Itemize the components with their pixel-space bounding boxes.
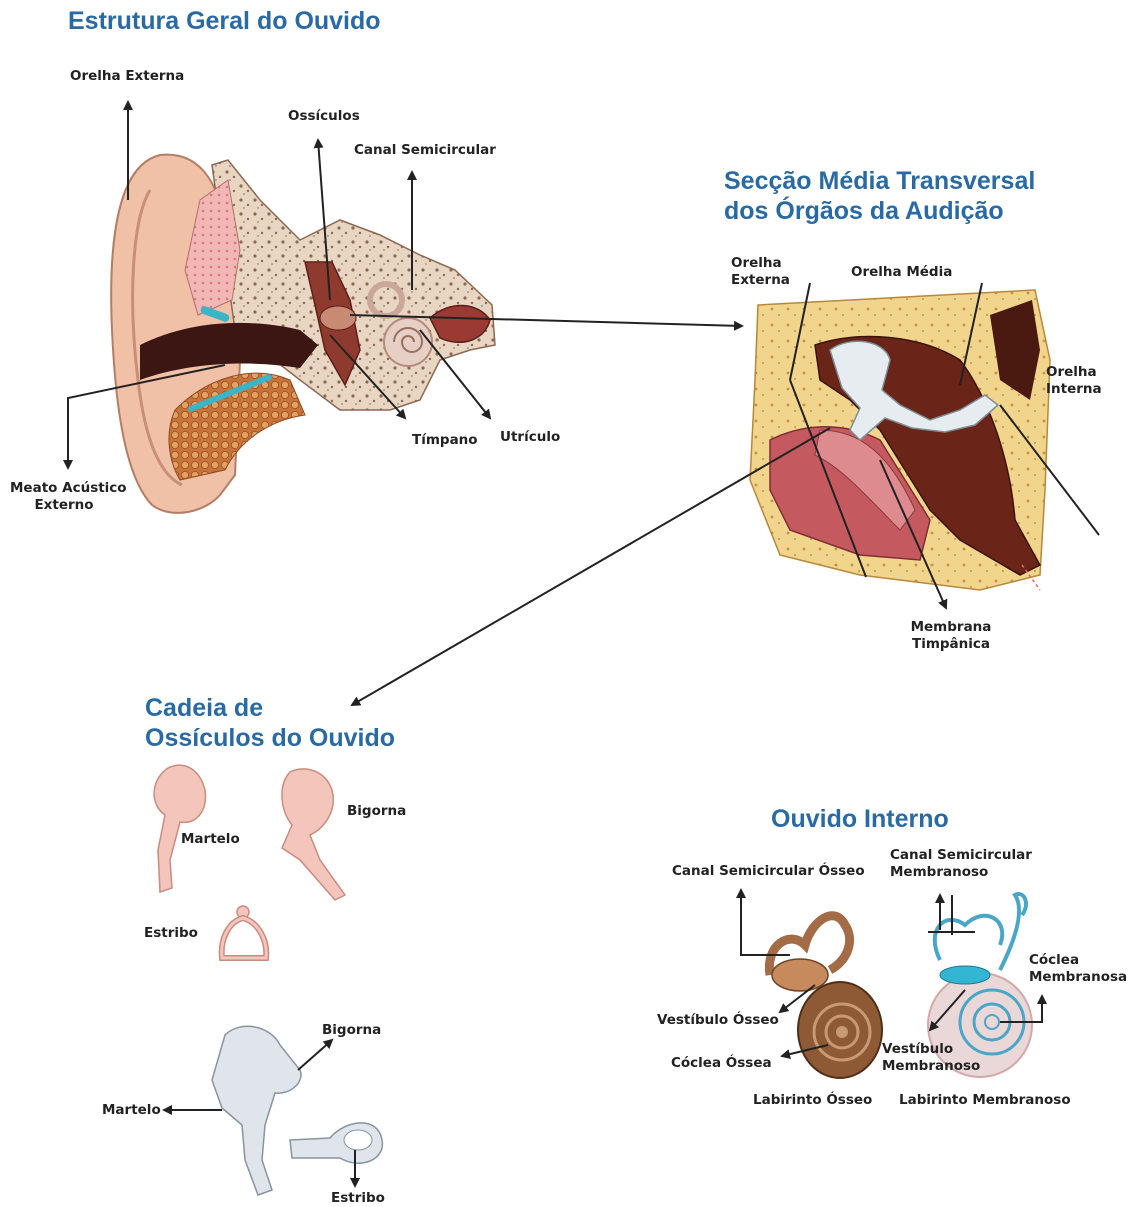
label-bony-vestibule: Vestíbulo Ósseo (657, 1012, 779, 1029)
title-ossicle-chain: Cadeia de Ossículos do Ouvido (145, 693, 395, 753)
label-hammer: Martelo (181, 831, 240, 848)
label-section-inner-ear: Orelha Interna (1046, 364, 1102, 398)
hammer-shape (154, 765, 205, 892)
label-tympanum: Tímpano (412, 432, 478, 449)
arrow-anvil2 (298, 1040, 332, 1070)
label-membranous-semicircular-canal: Canal Semicircular Membranoso (890, 847, 1032, 881)
cross-section-illustration (750, 290, 1050, 590)
label-utricle: Utrículo (500, 429, 560, 446)
ossicles-individual-illustration (154, 765, 382, 1195)
label-section-outer-ear: Orelha Externa (731, 255, 790, 289)
general-ear-illustration (111, 155, 495, 513)
label-membranous-canal-line2: Membranoso (890, 864, 988, 880)
label-ossicles: Ossículos (288, 108, 360, 125)
label-membranous-labyrinth: Labirinto Membranoso (899, 1092, 1071, 1109)
label-bony-labyrinth: Labirinto Ósseo (753, 1092, 872, 1109)
title-cross-section: Secção Média Transversal dos Órgãos da A… (724, 166, 1035, 226)
label-section-middle-ear: Orelha Média (851, 264, 952, 281)
ossicle-chain-3d (212, 1026, 301, 1195)
title-cross-section-line1: Secção Média Transversal (724, 167, 1035, 195)
label-section-outer-line1: Orelha (731, 255, 782, 271)
label-section-outer-line2: Externa (731, 272, 790, 288)
label-outer-ear: Orelha Externa (70, 68, 184, 85)
label-membranous-cochlea-line2: Membranosa (1029, 969, 1127, 985)
label-bony-semicircular-canal: Canal Semicircular Ósseo (672, 863, 865, 880)
label-meatus: Meato Acústico Externo (10, 480, 118, 514)
title-inner-ear: Ouvido Interno (771, 804, 949, 834)
label-semicircular-canal: Canal Semicircular (354, 142, 496, 159)
label-anvil: Bigorna (347, 803, 406, 820)
label-tympanic-membrane-line1: Membrana (911, 619, 992, 635)
label-section-inner-line2: Interna (1046, 381, 1102, 397)
label-bony-cochlea: Cóclea Óssea (671, 1055, 772, 1072)
label-membranous-vestibule-line1: Vestíbulo (882, 1041, 953, 1057)
label-stirrup-3d: Estribo (331, 1190, 385, 1207)
anvil-shape (282, 769, 345, 900)
label-tympanic-membrane-line2: Timpânica (912, 636, 990, 652)
label-hammer-3d: Martelo (102, 1102, 161, 1119)
title-general-structure: Estrutura Geral do Ouvido (68, 6, 381, 36)
label-anvil-3d: Bigorna (322, 1022, 381, 1039)
label-meatus-line1: Meato Acústico (10, 480, 127, 496)
arrow-to-chain (352, 428, 830, 705)
label-membranous-vestibule: Vestíbulo Membranoso (882, 1041, 980, 1075)
label-membranous-cochlea: Cóclea Membranosa (1029, 952, 1127, 986)
stirrup-shape (222, 918, 267, 958)
label-tympanic-membrane: Membrana Timpânica (905, 619, 997, 653)
title-ossicle-chain-line1: Cadeia de (145, 694, 263, 722)
label-membranous-canal-line1: Canal Semicircular (890, 847, 1032, 863)
label-meatus-line2: Externo (34, 497, 93, 513)
label-membranous-cochlea-line1: Cóclea (1029, 952, 1079, 968)
label-membranous-vestibule-line2: Membranoso (882, 1058, 980, 1074)
title-cross-section-line2: dos Órgãos da Audição (724, 197, 1004, 225)
label-stirrup: Estribo (144, 925, 198, 942)
title-ossicle-chain-line2: Ossículos do Ouvido (145, 724, 395, 752)
label-section-inner-line1: Orelha (1046, 364, 1097, 380)
